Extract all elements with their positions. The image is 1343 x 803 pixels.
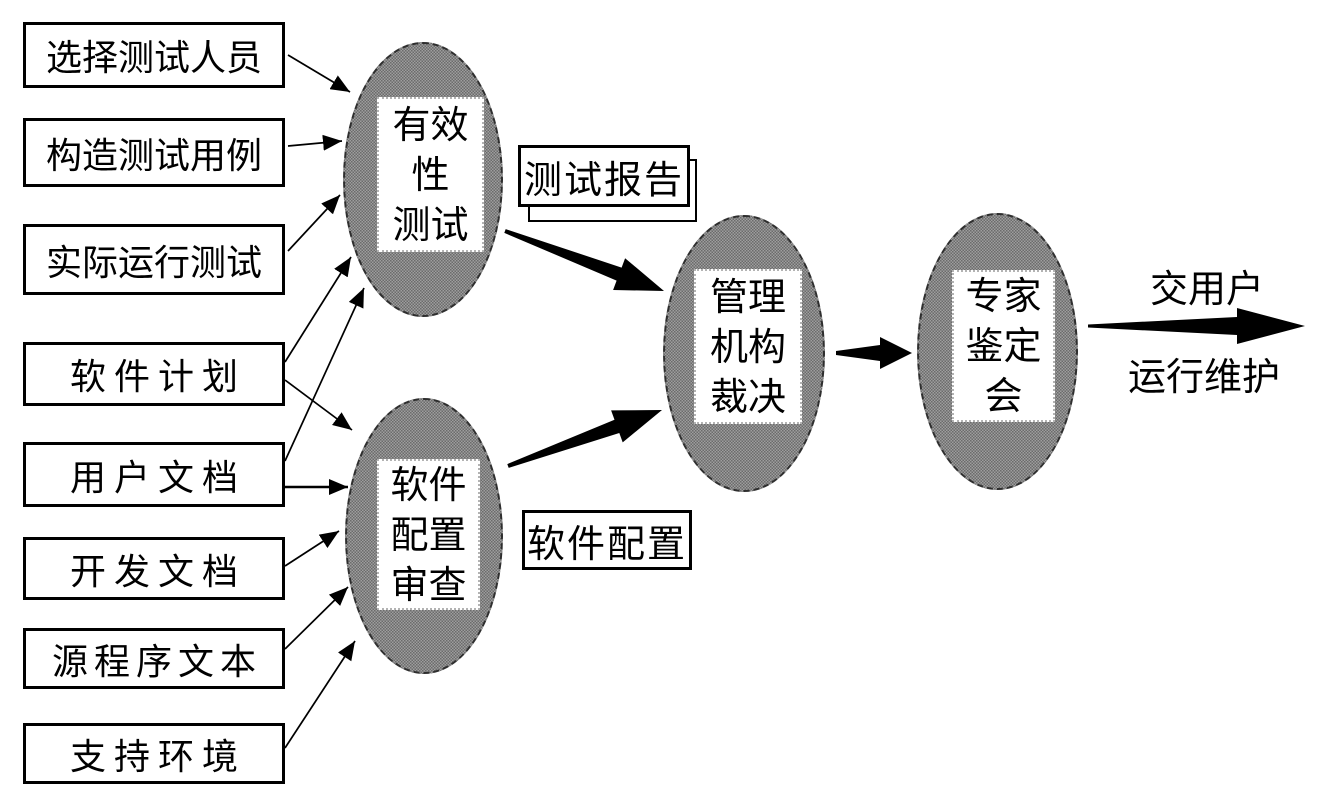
input-box-source-program-text: 源程序文本: [23, 628, 285, 689]
test-report-label: 测试报告: [518, 145, 690, 207]
artifact-label: 软件配置: [526, 521, 687, 566]
input-box-label: 选择测试人员: [45, 38, 262, 79]
input-box-support-environment: 支持环境: [23, 723, 285, 784]
process-label-line: 管理: [709, 274, 786, 319]
management-authority-ruling-label-box: 管理 机构 裁决: [694, 269, 802, 424]
validity-test-label-box: 有效 性 测试: [377, 97, 484, 252]
operation-maintenance-label: 运行维护: [1128, 355, 1281, 399]
process-label-line: 机构: [709, 324, 786, 369]
process-label-line: 测试: [392, 202, 469, 247]
arrow-support-environment-to-config-review: [284, 640, 356, 749]
arrow-validity-test-to-management-ruling: [504, 229, 664, 291]
process-label-line: 裁决: [709, 374, 786, 419]
arrow-development-documentation-to-config-review: [284, 530, 340, 567]
arrow-actual-operation-test-to-validity-test: [287, 194, 341, 252]
software-configuration-label: 软件配置: [522, 510, 692, 570]
input-box-label: 软件计划: [69, 357, 246, 398]
arrow-construct-test-cases-to-validity-test: [287, 134, 343, 151]
input-box-label: 源程序文本: [51, 641, 262, 683]
artifact-label: 测试报告: [523, 157, 684, 202]
software-configuration-review-label-box: 软件 配置 审查: [377, 459, 480, 610]
software-configuration-review-ellipse: 软件 配置 审查: [345, 398, 503, 674]
arrow-software-plan-to-validity-test: [284, 256, 352, 363]
arrow-expert-appraisal-to-delivery: [1088, 308, 1305, 344]
process-label-line: 有效: [392, 102, 469, 147]
input-box-actual-operation-test: 实际运行测试: [23, 224, 285, 295]
input-box-select-test-personnel: 选择测试人员: [23, 22, 285, 88]
arrow-source-program-text-to-config-review: [284, 586, 349, 650]
input-box-development-documentation: 开发文档: [23, 537, 285, 600]
process-label-line: 专家: [965, 274, 1042, 318]
validity-test-ellipse: 有效 性 测试: [343, 42, 503, 317]
process-label-line: 会: [984, 374, 1023, 418]
process-label-line: 配置: [390, 512, 467, 557]
input-box-user-documentation: 用户文档: [23, 442, 285, 507]
expert-appraisal-meeting-ellipse: 专家 鉴定 会: [917, 213, 1078, 490]
process-label-line: 鉴定: [965, 324, 1042, 368]
expert-appraisal-meeting-label-box: 专家 鉴定 会: [952, 270, 1055, 422]
arrow-select-test-personnel-to-validity-test: [287, 54, 351, 93]
deliver-to-user-label: 交用户: [1150, 267, 1265, 311]
input-box-label: 支持环境: [69, 736, 246, 778]
arrow-software-plan-to-config-review: [284, 379, 353, 431]
arrow-user-documentation-to-validity-test: [284, 287, 365, 462]
input-box-label: 实际运行测试: [45, 242, 262, 284]
process-label-line: 审查: [390, 562, 467, 607]
process-label-line: 性: [411, 152, 450, 197]
input-box-software-plan: 软件计划: [23, 342, 285, 406]
input-box-label: 构造测试用例: [45, 135, 262, 177]
input-box-label: 开发文档: [69, 551, 246, 593]
arrow-config-review-to-management-ruling: [507, 410, 662, 468]
input-box-label: 用户文档: [69, 457, 246, 499]
management-authority-ruling-ellipse: 管理 机构 裁决: [663, 215, 825, 492]
arrow-management-ruling-to-expert-appraisal: [836, 337, 912, 369]
process-label-line: 软件: [390, 462, 467, 507]
input-box-construct-test-cases: 构造测试用例: [23, 118, 285, 187]
